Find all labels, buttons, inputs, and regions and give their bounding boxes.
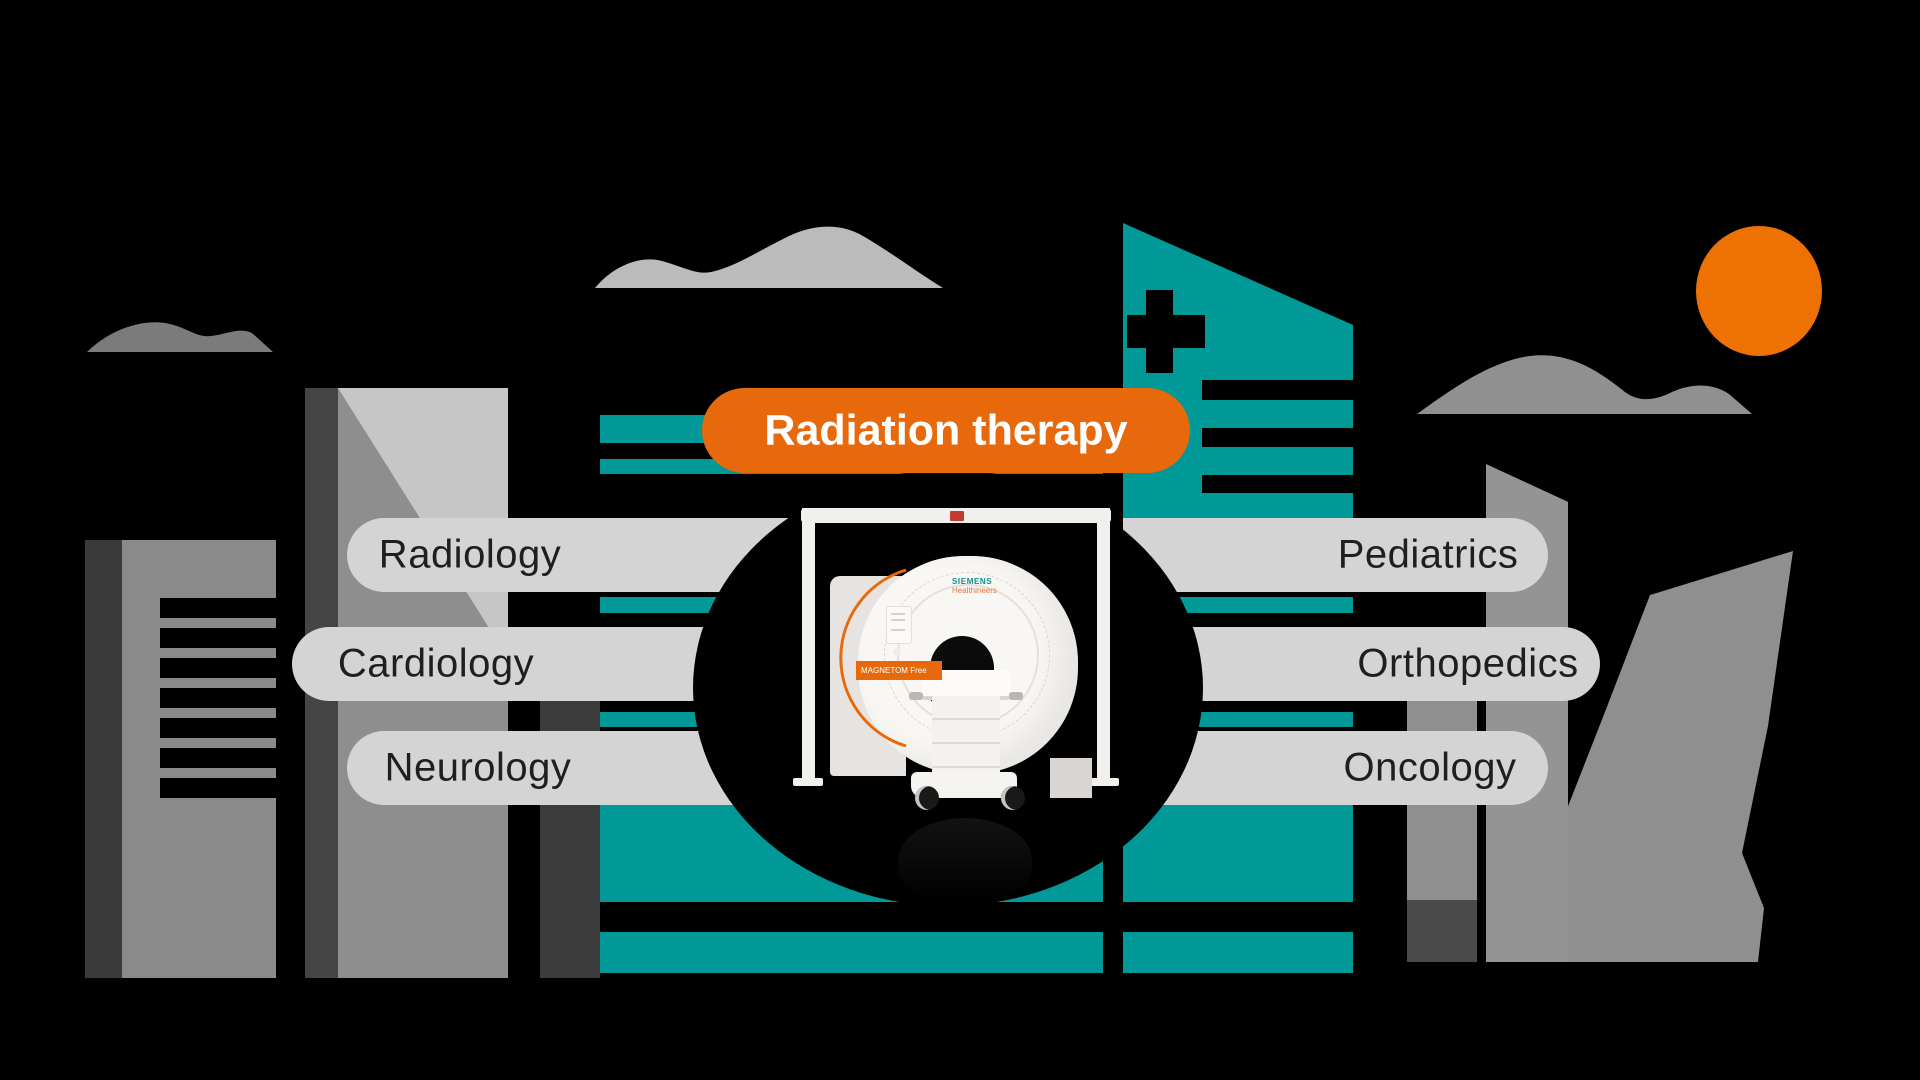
frame-foot — [793, 778, 823, 786]
window-stripe — [160, 658, 276, 678]
model-label: MAGNETOM Free — [856, 661, 942, 680]
tower-window-stripe — [1202, 380, 1353, 400]
right-hills — [1417, 355, 1752, 414]
window-stripe — [160, 598, 276, 618]
pill-label: Radiology — [378, 532, 562, 577]
pill-label: Radiation therapy — [764, 406, 1128, 454]
frame-post-left — [802, 508, 815, 782]
frame-foot — [1089, 778, 1119, 786]
table-handle — [909, 692, 923, 700]
tower-window-stripe — [1202, 475, 1353, 493]
tower-window-stripe — [1202, 428, 1353, 447]
cart-wheel — [1001, 786, 1025, 810]
building-left-small — [85, 540, 276, 978]
pill-label: Orthopedics — [1357, 641, 1579, 686]
sun-icon — [1696, 226, 1822, 356]
window-stripe — [160, 778, 276, 798]
building-edge — [85, 540, 122, 978]
gantry-control-panel — [886, 606, 912, 644]
facade-stripe — [1123, 727, 1353, 731]
floor-reflection — [898, 818, 1032, 902]
brand-name: SIEMENS — [952, 577, 993, 586]
table-pedestal — [932, 696, 1000, 774]
building-column-base — [1407, 900, 1477, 962]
cloud — [595, 226, 943, 288]
pill-label: Pediatrics — [1337, 532, 1519, 577]
pill-label: Oncology — [1343, 745, 1517, 790]
pill-pediatrics: Pediatrics — [1176, 518, 1548, 592]
pill-label: Cardiology — [337, 641, 535, 686]
facade-stripe — [1123, 592, 1353, 597]
facade-stripe — [1123, 701, 1353, 712]
rock-formation — [1507, 551, 1793, 962]
cart-wheel — [915, 786, 939, 810]
table-handle — [1009, 692, 1023, 700]
pill-radiation-therapy: Radiation therapy — [702, 388, 1190, 473]
window-stripe — [160, 718, 276, 738]
window-stripe — [160, 628, 276, 648]
frame-post-right — [1097, 508, 1110, 782]
facade-stripe — [600, 902, 1103, 932]
pill-label: Neurology — [384, 745, 572, 790]
pill-oncology: Oncology — [1176, 731, 1548, 805]
laser-marker-icon — [950, 511, 964, 521]
window-stripe — [160, 748, 276, 768]
brand-subname: Healthineers — [952, 586, 997, 595]
pill-orthopedics: Orthopedics — [1236, 627, 1600, 701]
scanner-side-cabinet — [1050, 758, 1092, 798]
facade-stripe — [1123, 902, 1353, 932]
gantry-knob — [893, 648, 901, 656]
window-stripe — [160, 688, 276, 708]
model-label-text: MAGNETOM Free — [861, 666, 927, 675]
left-hill — [87, 322, 273, 352]
hospital-cross-icon — [1127, 315, 1205, 348]
brand-logo: SIEMENS Healthineers — [952, 577, 1042, 595]
